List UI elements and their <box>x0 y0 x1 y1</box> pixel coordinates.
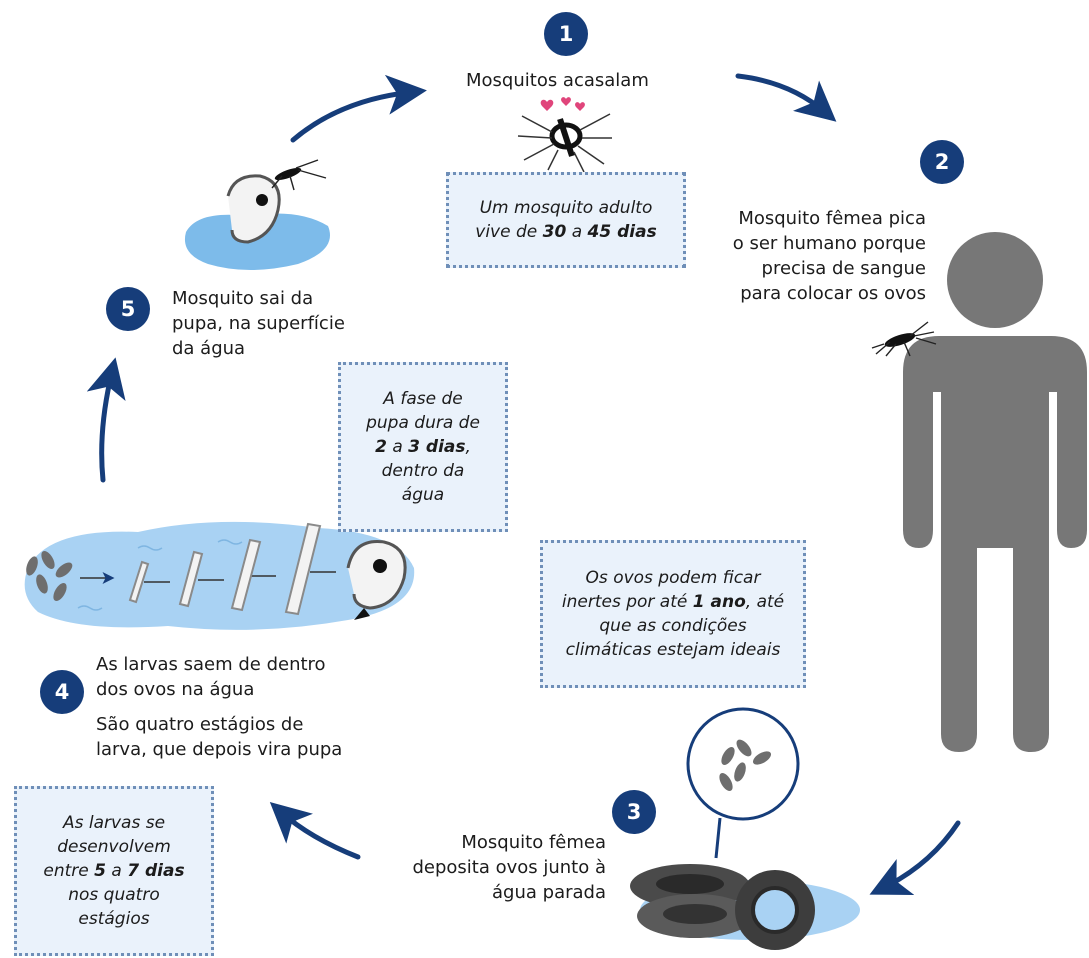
info-box-larvae-development: As larvas se desenvolvem entre 5 a 7 dia… <box>14 786 214 956</box>
larvae-development-icon <box>24 521 415 630</box>
info-box-eggs-dormancy: Os ovos podem ficar inertes por até 1 an… <box>540 540 806 688</box>
cycle-arrow-icon <box>290 74 427 143</box>
step-5-badge: 5 <box>106 287 150 331</box>
pupa-icon <box>346 540 407 620</box>
cycle-arrow-icon <box>869 820 961 895</box>
egg-icon <box>26 550 73 602</box>
water-puddle-icon <box>184 213 330 270</box>
cycle-arrow-icon <box>735 73 837 122</box>
mosquito-emerging-icon <box>184 159 330 270</box>
tires-water-icon <box>630 864 860 950</box>
step-3-badge: 3 <box>612 790 656 834</box>
step-3-label: Mosquito fêmea deposita ovos junto à águ… <box>412 832 606 903</box>
egg-icon <box>719 739 772 792</box>
cycle-arrow-icon <box>269 801 361 860</box>
pupa-icon <box>226 174 281 244</box>
mosquito-icon <box>271 159 327 191</box>
step-4-label: As larvas saem de dentro dos ovos na águ… <box>96 654 326 700</box>
cycle-arrow-icon <box>86 357 126 483</box>
heart-icon <box>575 102 585 111</box>
step-5-label: Mosquito sai da pupa, na superfície da á… <box>172 288 345 359</box>
step-1-label: Mosquitos acasalam <box>466 70 649 91</box>
mosquito-icon <box>871 321 937 357</box>
info-box-pupa-duration: A fase de pupa dura de 2 a 3 dias, dentr… <box>338 362 508 532</box>
info-box-adult-lifespan: Um mosquito adulto vive de 30 a 45 dias <box>446 172 686 268</box>
eggs-magnifier-icon <box>686 707 800 859</box>
tire-icon <box>630 864 815 950</box>
heart-icon <box>561 97 571 106</box>
mating-mosquitoes-icon <box>517 97 612 173</box>
step-1-badge: 1 <box>544 12 588 56</box>
heart-icon <box>540 99 554 111</box>
step-2-label: Mosquito fêmea pica o ser humano porque … <box>732 208 926 304</box>
step-2-badge: 2 <box>920 140 964 184</box>
human-silhouette-icon <box>903 232 1087 752</box>
step-4-badge: 4 <box>40 670 84 714</box>
larva-icon <box>128 522 322 616</box>
water-puddle-icon <box>24 521 415 630</box>
step-4-sublabel: São quatro estágios de larva, que depois… <box>96 714 343 760</box>
